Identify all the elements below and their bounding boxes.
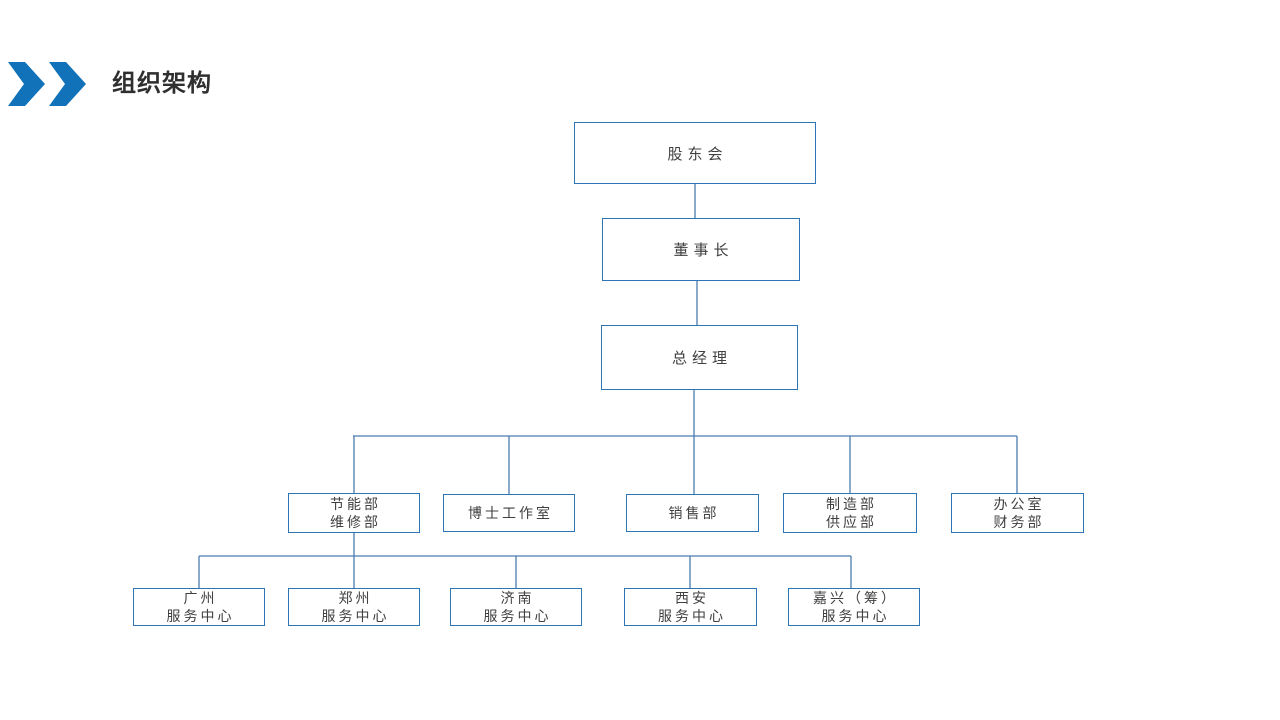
- org-node-label: 广州: [183, 590, 218, 606]
- org-node-label: 服务中心: [821, 608, 890, 624]
- org-node-office-finance-dept: 办公室 财务部: [951, 493, 1084, 533]
- org-node-label: 办公室: [993, 496, 1045, 512]
- org-node-label: 总经理: [671, 350, 732, 367]
- org-node-label: 服务中心: [166, 608, 235, 624]
- org-node-general-manager: 总经理: [601, 325, 798, 390]
- org-node-guangzhou-service-center: 广州 服务中心: [133, 588, 265, 626]
- org-node-label: 服务中心: [321, 608, 390, 624]
- org-node-label: 济南: [500, 590, 535, 606]
- org-node-label: 服务中心: [658, 608, 726, 624]
- org-node-label: 郑州: [338, 590, 373, 606]
- org-node-chairman: 董事长: [602, 218, 800, 281]
- org-node-shareholders-meeting: 股东会: [574, 122, 816, 184]
- page-title: 组织架构: [112, 70, 212, 97]
- org-node-label: 财务部: [993, 514, 1045, 530]
- org-node-label: 供应部: [826, 514, 877, 530]
- org-node-label: 董事长: [673, 242, 734, 259]
- org-node-label: 维修部: [330, 514, 381, 530]
- org-node-manufacturing-supply-dept: 制造部 供应部: [783, 493, 917, 533]
- org-node-label: 博士工作室: [468, 505, 553, 521]
- org-node-zhengzhou-service-center: 郑州 服务中心: [288, 588, 420, 626]
- org-node-jinan-service-center: 济南 服务中心: [450, 588, 582, 626]
- org-node-label: 销售部: [668, 505, 720, 521]
- org-node-energy-maintenance-dept: 节能部 维修部: [288, 493, 420, 533]
- org-node-label: 制造部: [826, 496, 877, 512]
- org-node-label: 服务中心: [483, 608, 552, 624]
- org-node-doctor-studio: 博士工作室: [443, 494, 575, 532]
- org-node-label: 股东会: [667, 145, 728, 163]
- org-node-label: 节能部: [330, 496, 381, 512]
- double-chevron-icon: [8, 62, 86, 106]
- org-node-label: 嘉兴（筹）: [813, 590, 898, 606]
- org-node-xian-service-center: 西安 服务中心: [624, 588, 757, 626]
- org-node-sales-dept: 销售部: [626, 494, 759, 532]
- org-node-label: 西安: [675, 590, 709, 606]
- org-node-jiaxing-service-center: 嘉兴（筹） 服务中心: [788, 588, 920, 626]
